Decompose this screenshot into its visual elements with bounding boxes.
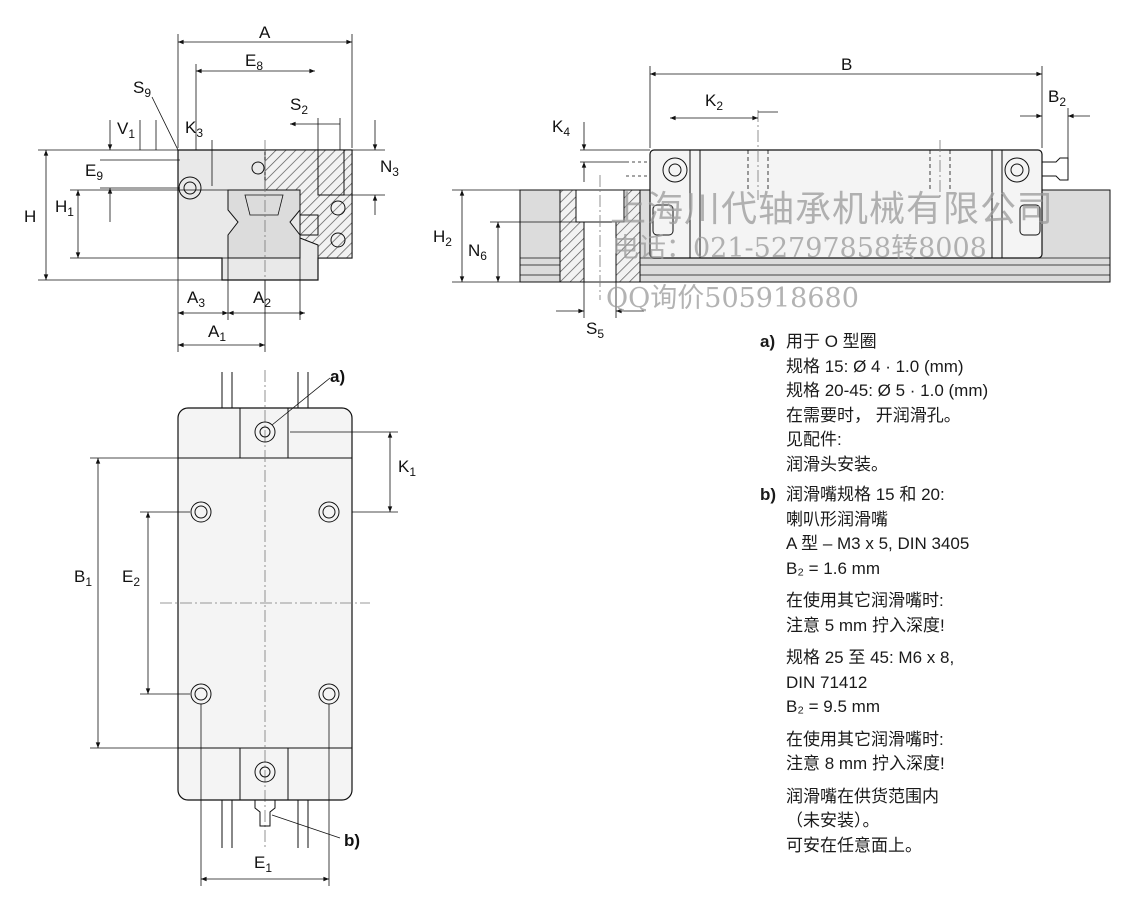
note-line: 润滑嘴在供货范围内	[786, 786, 939, 806]
side-lube-nipple	[1041, 157, 1069, 181]
dim-H: H	[24, 207, 36, 226]
note-line: A 型 – M3 x 5, DIN 3405	[786, 534, 970, 553]
mounting-hole	[190, 501, 212, 523]
note-line: 规格 25 至 45: M6 x 8,	[786, 648, 955, 667]
note-b: b) 润滑嘴规格 15 和 20: 喇叭形润滑嘴 A 型 – M3 x 5, D…	[760, 483, 1130, 858]
note-line: 用于 O 型圈	[786, 332, 877, 351]
bottom-lube-port	[254, 761, 276, 783]
dim-K2: K2	[705, 91, 723, 113]
note-line: 注意 5 mm 拧入深度!	[786, 615, 945, 635]
notes-panel: a) 用于 O 型圈 规格 15: Ø 4 · 1.0 (mm) 规格 20-4…	[760, 330, 1130, 864]
dim-S2: S2	[290, 95, 308, 117]
side-lube-port-left	[662, 157, 688, 183]
dim-H1: H1	[55, 197, 74, 219]
dim-E2: E2	[122, 567, 140, 589]
callout-b-label: b)	[344, 831, 360, 850]
watermark-phone: 电话：021-52797858转8008	[612, 233, 987, 264]
note-line: B₂ = 1.6 mm	[786, 558, 880, 578]
note-line: 在使用其它润滑嘴时:	[786, 591, 944, 610]
note-line: 在使用其它润滑嘴时:	[786, 729, 944, 749]
dim-E1: E1	[254, 853, 272, 875]
mounting-hole	[318, 501, 340, 523]
note-line: 润滑头安装。	[786, 454, 888, 474]
note-line: 注意 8 mm 拧入深度!	[786, 754, 945, 773]
note-line: 润滑嘴规格 15 和 20:	[786, 485, 945, 504]
dim-A3: A3	[187, 288, 205, 310]
note-line: （未安装）。	[786, 811, 880, 830]
note-line: DIN 71412	[786, 672, 868, 692]
dim-N6: N6	[468, 241, 487, 263]
front-view: A E8 S9 V1 K3 S2 N3 E9 H H1 A3 A2 A1	[24, 23, 399, 352]
note-line: 规格 20-45: Ø 5 · 1.0 (mm)	[786, 381, 989, 400]
note-line: 可安在任意面上。	[786, 835, 922, 855]
watermark-qq: QQ询价505918680	[606, 283, 859, 314]
dim-K1: K1	[398, 457, 416, 479]
dim-K3: K3	[185, 118, 203, 140]
dim-H2: H2	[433, 227, 452, 249]
dim-V1: V1	[117, 119, 135, 141]
rail-profile	[227, 189, 301, 259]
dim-E9: E9	[85, 161, 103, 183]
dim-A2: A2	[253, 288, 271, 310]
note-a-key: a)	[760, 332, 776, 351]
dim-K4: K4	[552, 117, 570, 139]
note-line: 规格 15: Ø 4 · 1.0 (mm)	[786, 356, 964, 376]
top-lube-port	[254, 421, 276, 443]
dim-B2: B2	[1048, 87, 1066, 109]
watermark-company: 上海川代轴承机械有限公司	[610, 189, 1055, 230]
note-line: B₂ = 9.5 mm	[786, 697, 880, 716]
dim-S5: S5	[586, 319, 604, 341]
dim-N3: N3	[380, 157, 399, 179]
top-lube-nipple	[254, 799, 276, 827]
dim-A: A	[259, 23, 271, 42]
dim-E8: E8	[245, 51, 263, 73]
callout-a-label: a)	[330, 367, 345, 386]
dim-S9: S9	[133, 78, 151, 100]
side-lube-port-right	[1004, 157, 1030, 183]
dim-B: B	[841, 55, 852, 74]
top-view: a) b) K1 B1 E2 E1	[74, 367, 416, 886]
dim-A1: A1	[208, 322, 226, 344]
note-line: 喇叭形润滑嘴	[786, 509, 888, 529]
dim-B1: B1	[74, 567, 92, 589]
note-line: 在需要时， 开润滑孔。	[786, 405, 961, 425]
note-line: 见配件:	[786, 430, 842, 449]
note-b-key: b)	[760, 485, 777, 504]
side-view: B K2 B2 K4 H2 N6 S5	[433, 55, 1111, 341]
note-a: a) 用于 O 型圈 规格 15: Ø 4 · 1.0 (mm) 规格 20-4…	[760, 330, 1130, 477]
